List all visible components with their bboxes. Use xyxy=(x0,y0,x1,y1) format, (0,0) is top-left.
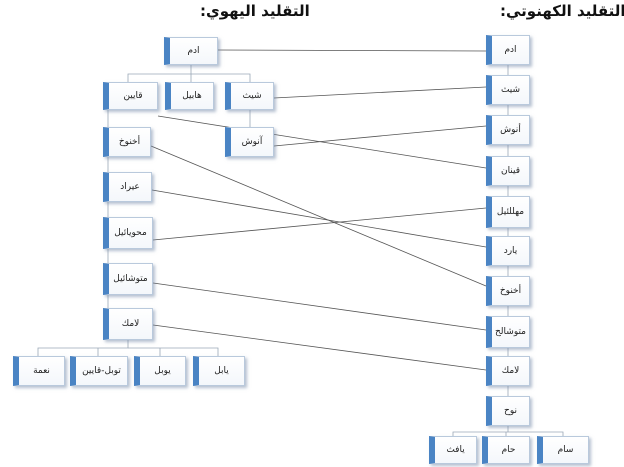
yahwist-node-abel: هابيل xyxy=(165,82,214,110)
priestly-node-ham: حام xyxy=(482,436,530,464)
priestly-node-jared: يارد xyxy=(486,236,530,266)
priestly-branch-noah-japheth xyxy=(452,431,508,436)
link-enosh-enosh xyxy=(273,125,487,147)
priestly-node-methuselah: متوشالح xyxy=(486,316,530,348)
priestly-node-kenan: قينان xyxy=(486,156,530,186)
link-adam-adam xyxy=(217,49,487,52)
tree-branch-adam-seth xyxy=(191,73,251,82)
yahwist-node-enoch: أخنوخ xyxy=(103,127,151,157)
yahwist-node-adam: ادم xyxy=(164,37,218,65)
tree-branch-adam-cain xyxy=(127,65,192,82)
priestly-node-enoch: أخنوخ xyxy=(486,276,530,306)
priestly-node-shem: سام xyxy=(537,436,589,464)
priestly-node-enosh: أنوش xyxy=(486,115,530,145)
yahwist-node-irad: عيراد xyxy=(103,172,152,202)
yahwist-node-cain: قايين xyxy=(103,82,158,110)
yahwist-node-seth: شيث xyxy=(225,82,274,110)
yahwist-node-enosh: آنوش xyxy=(225,127,274,157)
link-enoch-enoch xyxy=(150,145,487,287)
link-methushael-methuselah xyxy=(152,282,487,331)
yahwist-node-jabal: يابل xyxy=(193,356,245,386)
priestly-node-adam: ادم xyxy=(486,35,530,65)
yahwist-node-jubal: يوبل xyxy=(134,356,186,386)
priestly-node-lamech: لامك xyxy=(486,356,530,386)
yahwist-node-naamah: نعمة xyxy=(13,356,65,386)
link-irad-jared xyxy=(151,189,487,248)
yahwist-node-tubal-cain: توبل-قايين xyxy=(70,356,128,386)
tree-branch-lamech-jabal xyxy=(128,347,219,356)
priestly-node-japheth: يافث xyxy=(429,436,477,464)
yahwist-node-methushael: متوشائيل xyxy=(103,263,153,295)
link-seth-seth xyxy=(273,86,487,99)
yahwist-node-mehujael: محويائيل xyxy=(103,217,153,249)
tree-branch-lamech-naamah xyxy=(37,340,129,356)
priestly-heading: التقليد الكهنوتي: xyxy=(500,2,624,20)
priestly-node-noah: نوح xyxy=(486,396,530,426)
priestly-node-seth: شيث xyxy=(486,75,530,105)
priestly-node-mahalalel: مهللئيل xyxy=(486,196,530,228)
yahwist-heading: التقليد اليهوي: xyxy=(200,2,310,20)
link-lamech-lamech xyxy=(152,324,487,371)
priestly-branch-noah-shem xyxy=(507,426,564,436)
link-mehujael-mahalalel xyxy=(152,207,487,241)
link-cain-kenan xyxy=(157,115,487,169)
yahwist-node-lamech: لامك xyxy=(103,308,153,340)
